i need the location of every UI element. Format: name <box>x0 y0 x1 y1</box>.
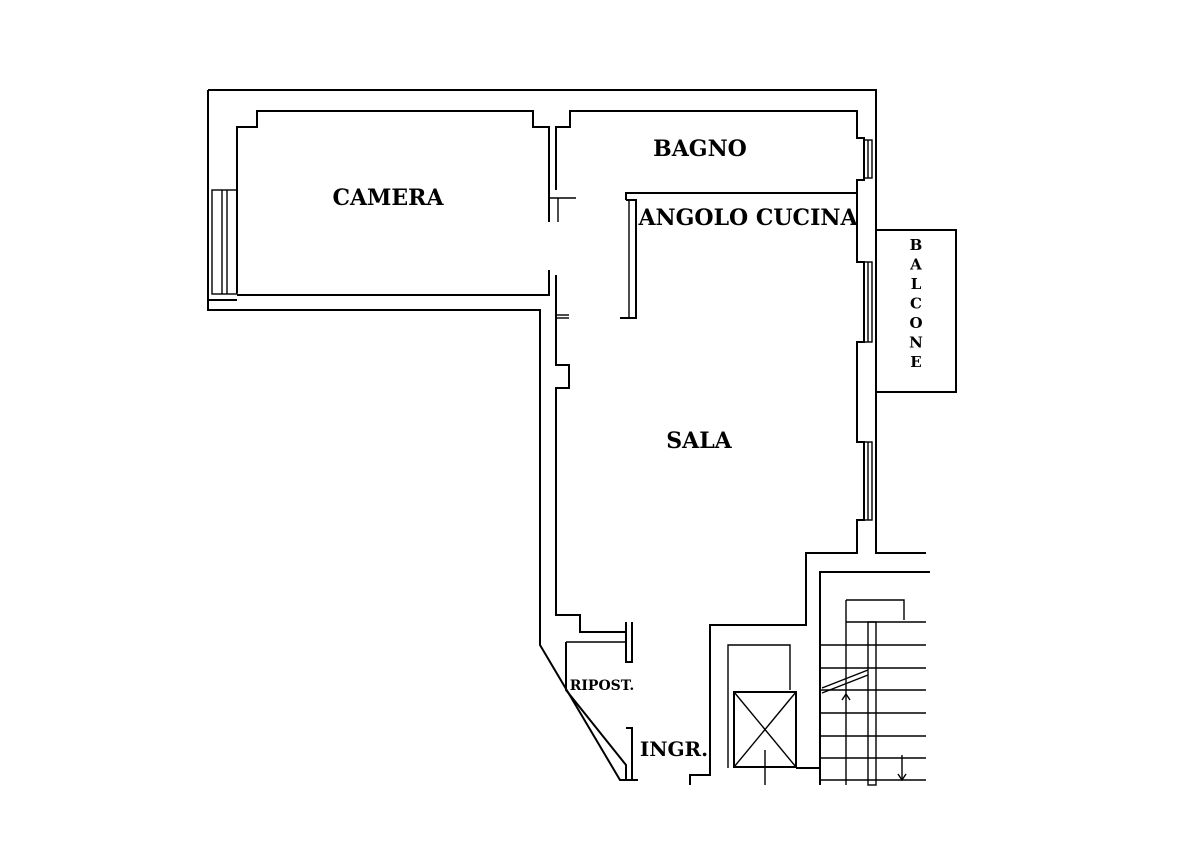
balcone-letter: B <box>910 236 923 254</box>
balcone <box>875 229 957 393</box>
bagno-label: BAGNO <box>653 136 747 162</box>
camera-walls <box>236 110 576 296</box>
bagno-walls <box>555 110 873 200</box>
sala-label: SALA <box>666 428 732 454</box>
balcone-letter: A <box>909 256 922 274</box>
ripostiglio-label: RIPOST. <box>570 678 635 694</box>
angolo-cucina-label: ANGOLO CUCINA <box>637 205 858 231</box>
balcone-letter: N <box>909 334 923 352</box>
balcone-letter: E <box>910 353 921 371</box>
balcone-letter: O <box>909 314 922 332</box>
camera-window <box>211 189 238 295</box>
cucina-partition <box>620 199 637 319</box>
sala-walls <box>555 193 873 785</box>
elevator <box>727 644 820 785</box>
balcone-letter: L <box>911 275 922 293</box>
ingresso-label: INGR. <box>640 737 708 761</box>
camera-label: CAMERA <box>332 185 444 211</box>
staircase <box>819 571 930 786</box>
balcone-letter: C <box>910 295 922 313</box>
ripostiglio-walls <box>565 622 633 780</box>
